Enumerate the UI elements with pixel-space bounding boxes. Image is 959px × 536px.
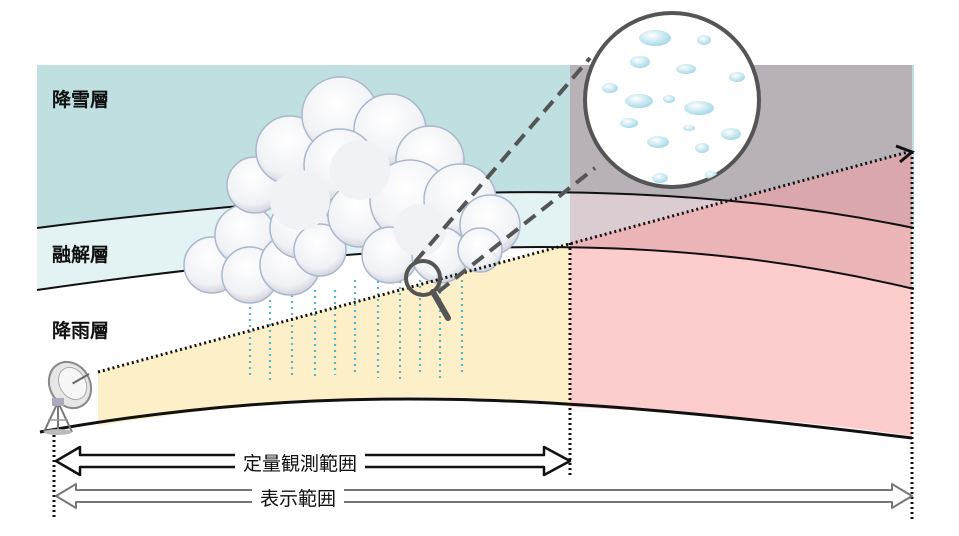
ground-line (39, 397, 913, 440)
quantitative-range-label: 定量観測範囲 (235, 449, 366, 476)
beyond-melt-tint (570, 192, 912, 289)
snow-layer-label: 降雪層 (52, 89, 110, 111)
cloud-droplets (602, 30, 745, 183)
rain-streaks (248, 275, 464, 380)
magnifier-icon (404, 259, 451, 321)
zoom-line-upper (413, 56, 592, 264)
cloud-fill (270, 140, 446, 256)
rain-layer-label: 降雨層 (52, 320, 110, 342)
display-range-label: 表示範囲 (252, 484, 345, 511)
display-range-arrow (55, 483, 913, 509)
zoom-lens (583, 11, 761, 189)
beyond-range-region (570, 152, 912, 436)
quantitative-region (98, 243, 570, 426)
zoom-line-lower (436, 166, 597, 294)
melting-layer-label: 融解層 (52, 244, 110, 266)
radar-antenna-icon (43, 360, 93, 435)
